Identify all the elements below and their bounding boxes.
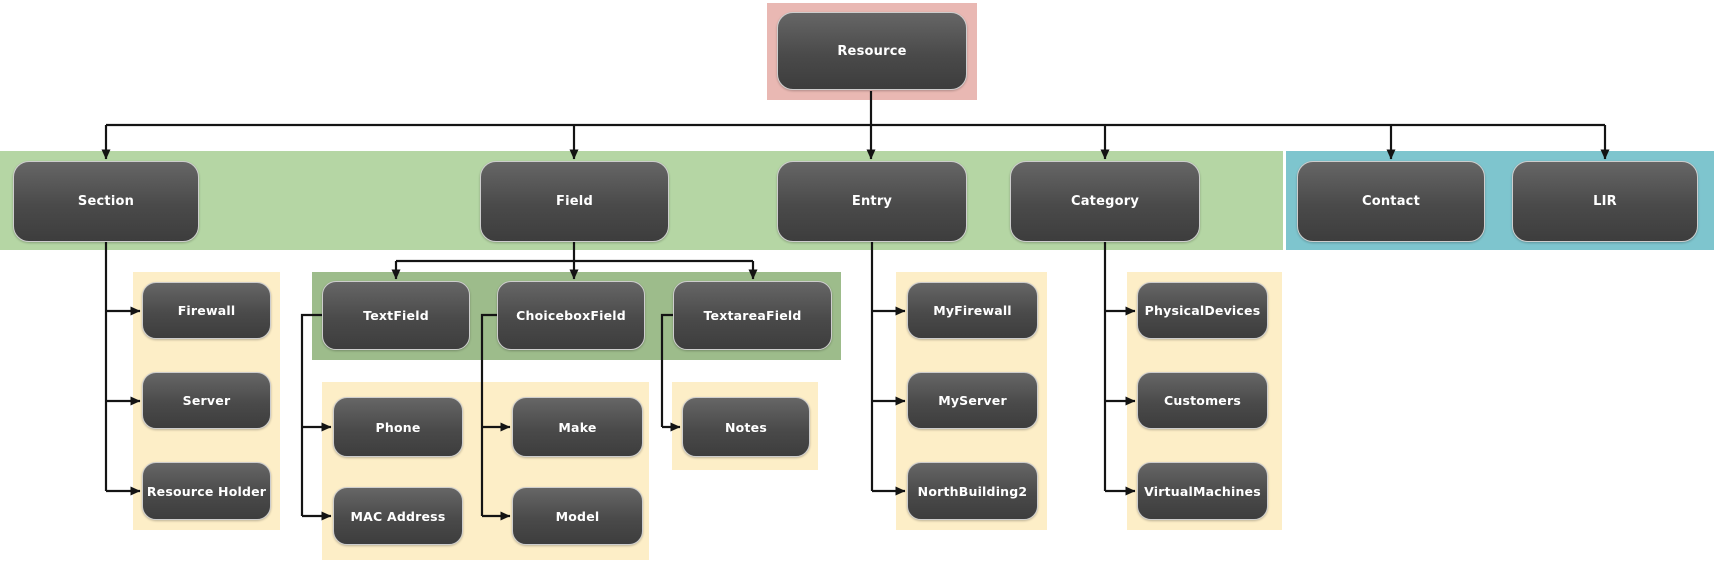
node-contact-label: Contact — [1361, 194, 1421, 209]
node-physicaldevices: PhysicalDevices — [1137, 282, 1268, 339]
node-myserver-label: MyServer — [938, 393, 1007, 408]
node-lir-label: LIR — [1593, 194, 1617, 209]
node-resource-holder: Resource Holder — [142, 462, 271, 520]
node-northbuilding2: NorthBuilding2 — [907, 462, 1038, 520]
node-firewall: Firewall — [142, 282, 271, 339]
node-section-label: Section — [77, 194, 135, 209]
node-mac-address-label: MAC Address — [350, 508, 446, 524]
node-resource-holder-label: Resource Holder — [146, 483, 267, 499]
node-customers-label: Customers — [1164, 393, 1241, 408]
node-lir: LIR — [1512, 161, 1698, 242]
node-mac-address: MAC Address — [333, 487, 463, 545]
node-contact: Contact — [1297, 161, 1485, 242]
node-textareafield-label: TextareaField — [703, 308, 802, 323]
node-choiceboxfield-label: ChoiceboxField — [516, 308, 626, 323]
node-northbuilding2-label: NorthBuilding2 — [917, 483, 1028, 499]
node-field-label: Field — [556, 194, 593, 209]
node-resource-label: Resource — [837, 43, 907, 59]
node-notes-label: Notes — [725, 419, 767, 435]
node-field: Field — [480, 161, 669, 242]
node-category-label: Category — [1070, 194, 1140, 209]
node-make-label: Make — [558, 419, 597, 435]
node-server-label: Server — [182, 393, 231, 408]
node-phone: Phone — [333, 397, 463, 457]
node-entry: Entry — [777, 161, 967, 242]
node-model-label: Model — [555, 508, 600, 524]
node-virtualmachines: VirtualMachines — [1137, 462, 1268, 520]
node-textareafield: TextareaField — [673, 281, 832, 350]
node-textfield-label: TextField — [363, 308, 429, 323]
node-section: Section — [13, 161, 199, 242]
node-make: Make — [512, 397, 643, 457]
node-resource: Resource — [777, 12, 967, 90]
node-model: Model — [512, 487, 643, 545]
node-physicaldevices-label: PhysicalDevices — [1144, 303, 1261, 318]
node-myserver: MyServer — [907, 372, 1038, 429]
node-choiceboxfield: ChoiceboxField — [497, 281, 645, 350]
node-category: Category — [1010, 161, 1200, 242]
node-customers: Customers — [1137, 372, 1268, 429]
node-myfirewall-label: MyFirewall — [933, 303, 1012, 318]
node-entry-label: Entry — [851, 194, 893, 209]
node-notes: Notes — [682, 397, 810, 457]
node-phone-label: Phone — [375, 419, 421, 435]
node-virtualmachines-label: VirtualMachines — [1144, 483, 1261, 499]
node-server: Server — [142, 372, 271, 429]
node-textfield: TextField — [322, 281, 470, 350]
node-myfirewall: MyFirewall — [907, 282, 1038, 339]
node-firewall-label: Firewall — [177, 303, 236, 318]
